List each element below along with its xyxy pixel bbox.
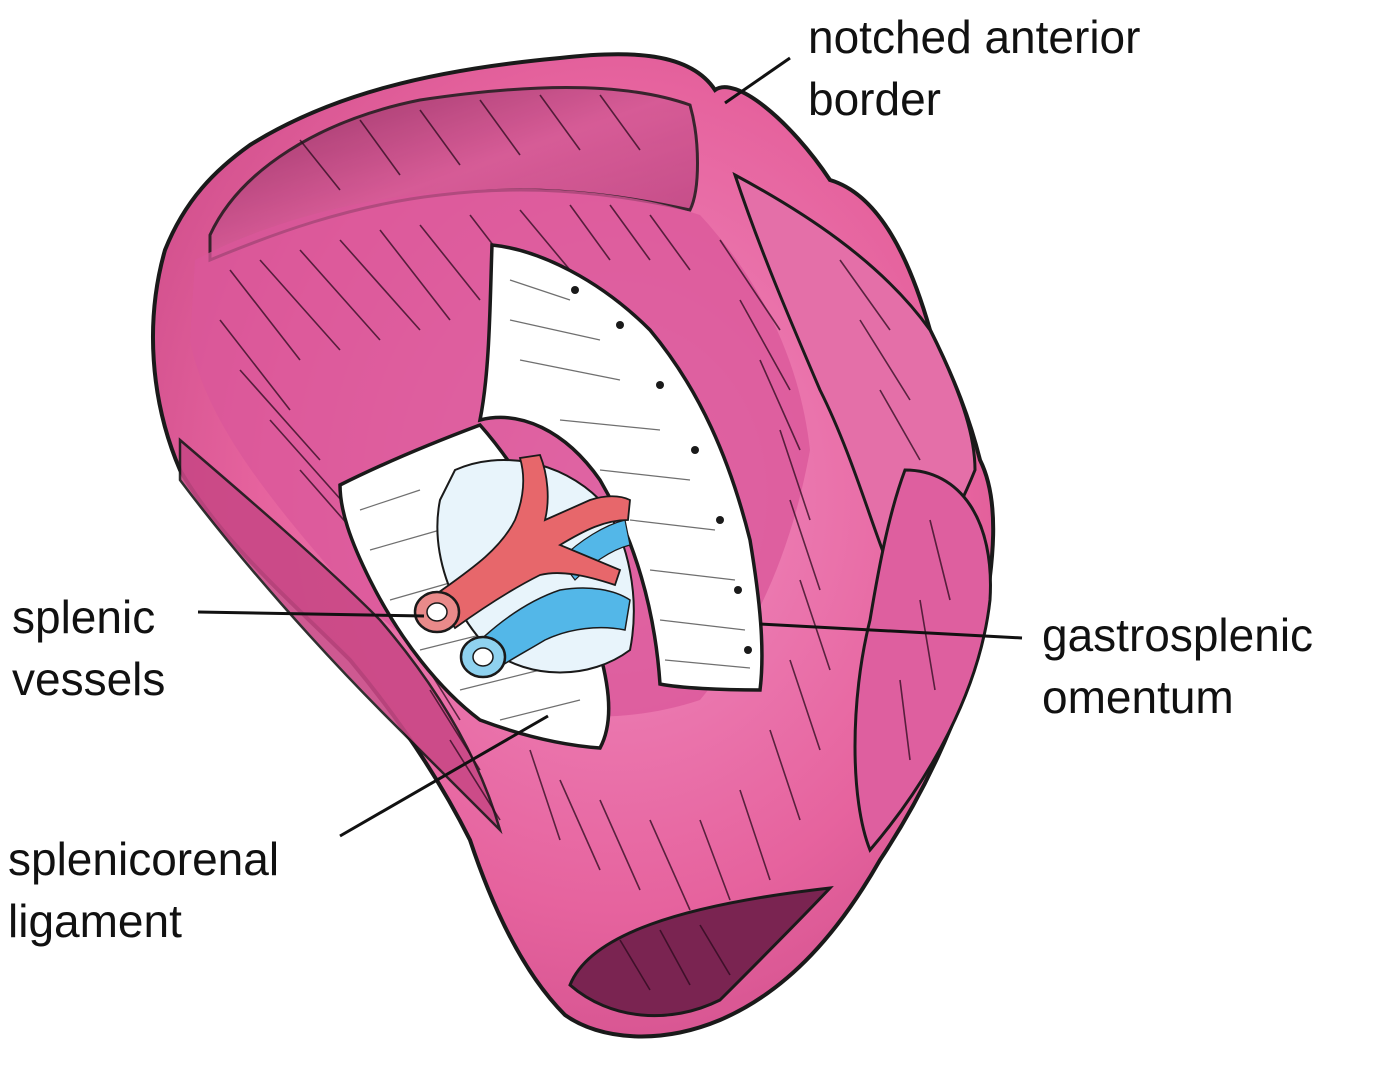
label-splenic-vessels: splenic vessels xyxy=(12,586,165,710)
label-line: omentum xyxy=(1042,666,1313,728)
label-line: notched anterior xyxy=(808,6,1140,68)
label-line: gastrosplenic xyxy=(1042,604,1313,666)
label-line: splenic xyxy=(12,586,165,648)
label-line: ligament xyxy=(8,890,279,952)
vein-cut-end xyxy=(461,637,505,677)
label-line: vessels xyxy=(12,648,165,710)
label-splenicorenal-ligament: splenicorenal ligament xyxy=(8,828,279,952)
label-gastrosplenic-omentum: gastrosplenic omentum xyxy=(1042,604,1313,728)
label-line: splenicorenal xyxy=(8,828,279,890)
label-notched-anterior-border: notched anterior border xyxy=(808,6,1140,130)
leader-notched-anterior-border xyxy=(725,58,790,103)
artery-cut-end xyxy=(415,592,459,632)
label-line: border xyxy=(808,68,1140,130)
